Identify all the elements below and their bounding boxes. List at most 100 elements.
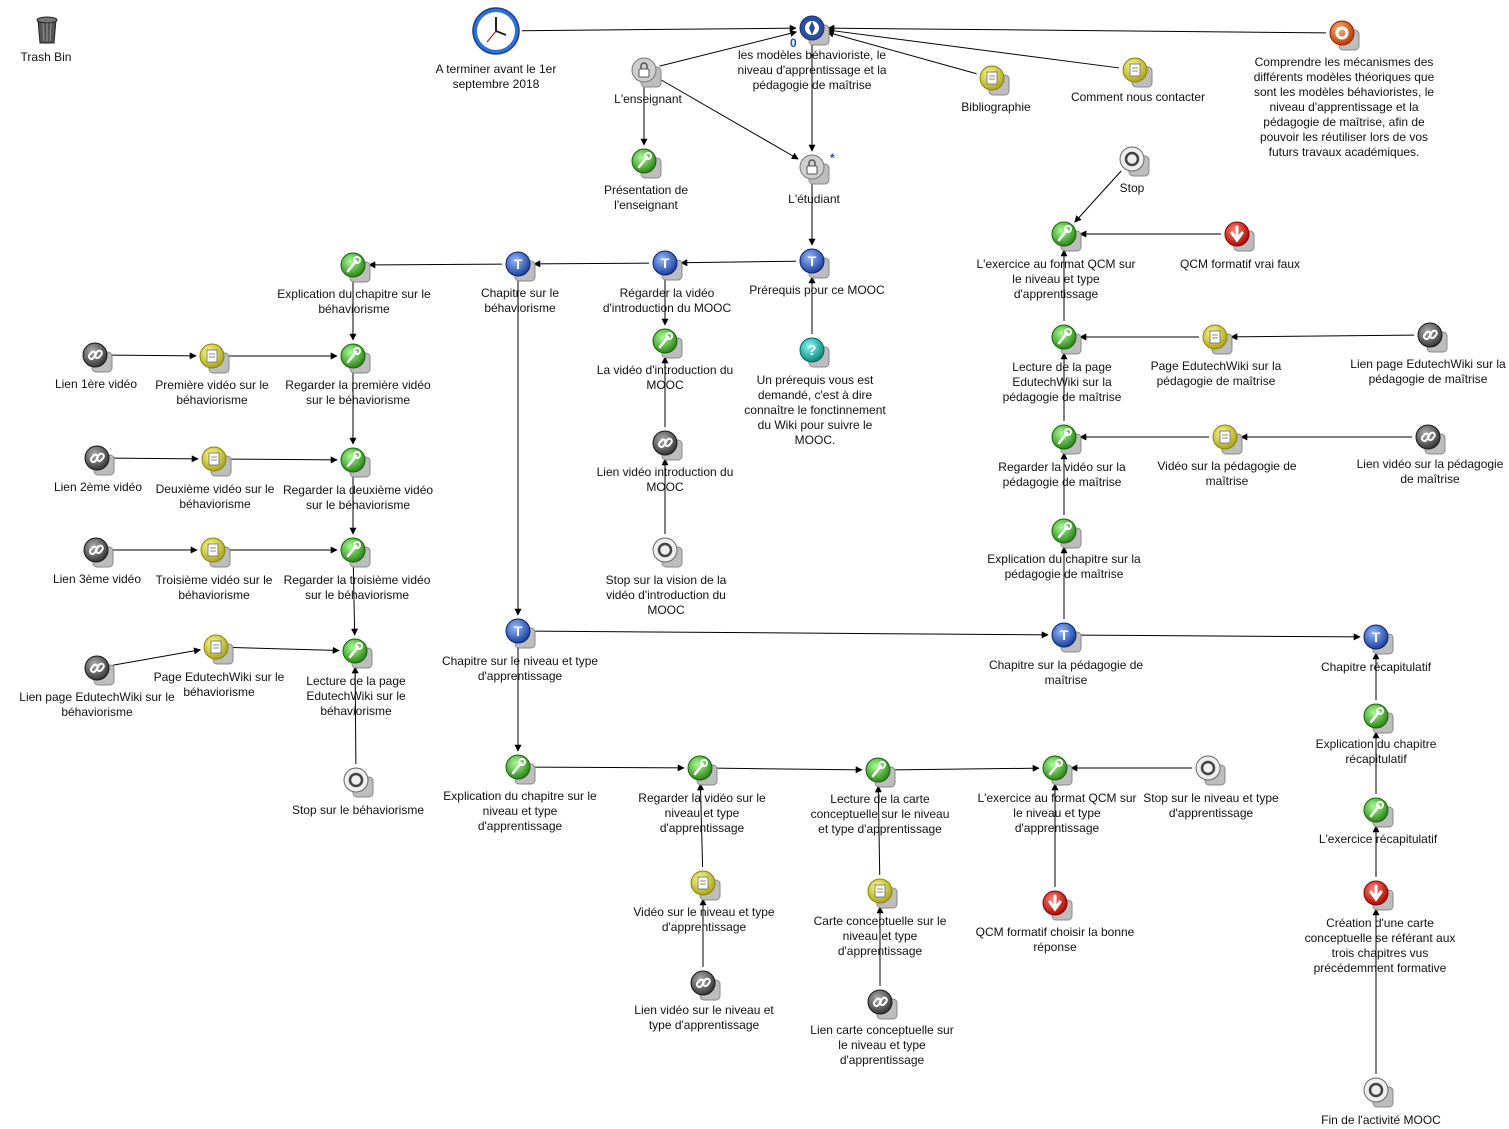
- link-chain-icon[interactable]: [1415, 320, 1449, 354]
- node-label: Stop sur le béhaviorisme: [291, 803, 425, 817]
- wrench-icon[interactable]: [863, 755, 897, 789]
- edge-doc2-to-act2: [229, 456, 338, 464]
- wrench-icon[interactable]: [629, 146, 663, 180]
- T-task-icon[interactable]: T: [1049, 620, 1083, 654]
- node-label: Un prérequis vous est demandé, c'est à d…: [744, 373, 886, 447]
- goal-icon[interactable]: [1327, 18, 1361, 52]
- document-icon[interactable]: [1120, 55, 1154, 89]
- trash-bin[interactable]: Trash Bin: [0, 0, 90, 70]
- wrench-icon[interactable]: [338, 535, 372, 569]
- link-chain-icon[interactable]: [688, 968, 722, 1002]
- clock-icon[interactable]: [471, 6, 521, 56]
- node-label: Lien vidéo introduction du MOOC: [596, 465, 734, 494]
- edge-maitrisewikilink-to-maitrisewikidoc: [1230, 333, 1415, 341]
- document-icon[interactable]: [199, 444, 233, 478]
- link-chain-icon[interactable]: [82, 443, 116, 477]
- document-icon[interactable]: [865, 876, 899, 910]
- wrench-icon[interactable]: [338, 445, 372, 479]
- node-label: QCM formatif vrai faux: [1179, 257, 1301, 271]
- node-label: Regarder la première vidéo sur le béhavi…: [285, 378, 431, 407]
- link-chain-icon[interactable]: [1413, 422, 1447, 456]
- node-label: Comprendre les mécanismes des différents…: [1253, 55, 1435, 159]
- T-task-icon[interactable]: T: [503, 249, 537, 283]
- lock-icon[interactable]: [797, 152, 831, 186]
- link-chain-icon[interactable]: [650, 428, 684, 462]
- document-icon[interactable]: [197, 341, 231, 375]
- svg-text:T: T: [514, 623, 523, 639]
- node-label: Fin de l'activité MOOC: [1321, 1113, 1441, 1127]
- wrench-icon[interactable]: [1049, 422, 1083, 456]
- wrench-icon[interactable]: [338, 250, 372, 284]
- evaluation-icon[interactable]: [1040, 888, 1074, 922]
- wrench-icon[interactable]: [338, 341, 372, 375]
- T-task-icon[interactable]: T: [1361, 622, 1395, 656]
- svg-text:T: T: [661, 255, 670, 271]
- models-icon[interactable]: [797, 13, 831, 47]
- node-label: Deuxième vidéo sur le béhaviorisme: [155, 482, 275, 511]
- node-label: Stop: [1119, 181, 1145, 195]
- svg-text:T: T: [1372, 629, 1381, 645]
- document-icon[interactable]: [1200, 322, 1234, 356]
- document-icon[interactable]: [201, 632, 235, 666]
- wrench-icon[interactable]: [650, 326, 684, 360]
- node-label: Lien 1ère vidéo: [54, 377, 138, 391]
- trash-icon[interactable]: [30, 12, 64, 46]
- node-label: Lien page EdutechWiki sur le béhaviorism…: [19, 690, 175, 719]
- link-chain-icon[interactable]: [81, 535, 115, 569]
- link-chain-icon[interactable]: [865, 987, 899, 1021]
- evaluation-icon[interactable]: [1222, 219, 1256, 253]
- node-label: Explication du chapitre récapitulatif: [1315, 737, 1437, 766]
- stop-icon[interactable]: [1193, 753, 1227, 787]
- svg-text:T: T: [808, 253, 817, 269]
- node-label: Création d'une carte conceptuelle se réf…: [1304, 916, 1456, 975]
- stop-icon[interactable]: [1361, 1075, 1395, 1109]
- node-badge: *: [830, 151, 835, 165]
- node-badge: 0: [790, 36, 797, 50]
- node-label: Page EdutechWiki sur la pédagogie de maî…: [1150, 359, 1282, 388]
- stop-icon[interactable]: [1117, 144, 1151, 178]
- wrench-icon[interactable]: [1049, 219, 1083, 253]
- lock-icon[interactable]: [629, 55, 663, 89]
- document-icon[interactable]: [198, 535, 232, 569]
- T-task-icon[interactable]: T: [797, 246, 831, 280]
- stop-icon[interactable]: [650, 535, 684, 569]
- evaluation-icon[interactable]: [1361, 878, 1395, 912]
- node-label: Stop sur le niveau et type d'apprentissa…: [1143, 791, 1279, 820]
- document-icon[interactable]: [977, 63, 1011, 97]
- document-icon[interactable]: [688, 868, 722, 902]
- edge-link2-to-doc2: [112, 455, 199, 463]
- stop-icon[interactable]: [341, 765, 375, 799]
- question-icon[interactable]: ?: [797, 335, 831, 369]
- wrench-icon[interactable]: [685, 753, 719, 787]
- T-task-icon[interactable]: T: [503, 616, 537, 650]
- wrench-icon[interactable]: [1049, 516, 1083, 550]
- node-label: Comment nous contacter: [1070, 90, 1206, 104]
- edge-introtask-to-behtask: [533, 260, 650, 268]
- node-label: L'exercice au format QCM sur le niveau e…: [976, 257, 1136, 301]
- wrench-icon[interactable]: [1361, 701, 1395, 735]
- node-label: Régarder la vidéo d'introduction du MOOC: [602, 286, 732, 315]
- wrench-icon[interactable]: [1361, 795, 1395, 829]
- node-label: Lien vidéo sur le niveau et type d'appre…: [634, 1003, 774, 1032]
- node-label: Lien vidéo sur la pédagogie de maîtrise: [1356, 457, 1504, 486]
- link-chain-icon[interactable]: [80, 340, 114, 374]
- node-label: Vidéo sur la pédagogie de maîtrise: [1157, 459, 1297, 488]
- node-label: La vidéo d'introduction du MOOC: [596, 363, 734, 392]
- wrench-icon[interactable]: [1040, 753, 1074, 787]
- node-label: Troisième vidéo sur le béhaviorisme: [155, 573, 273, 602]
- edge-niveautask-to-maitrisetask: [533, 630, 1049, 639]
- wrench-icon[interactable]: [1049, 322, 1083, 356]
- node-label: Lien 2ème vidéo: [53, 480, 143, 494]
- node-label: Chapitre récapitulatif: [1320, 660, 1432, 674]
- wrench-icon[interactable]: [503, 752, 537, 786]
- wrench-icon[interactable]: [340, 636, 374, 670]
- document-icon[interactable]: [1210, 422, 1244, 456]
- link-chain-icon[interactable]: [82, 653, 116, 687]
- node-label: Regarder la troisième vidéo sur le béhav…: [283, 573, 431, 602]
- node-label: L'exercice récapitulatif: [1318, 832, 1438, 846]
- node-label: Chapitre sur le béhaviorisme: [480, 286, 560, 315]
- node-label: Regarder la vidéo sur le niveau et type …: [638, 791, 766, 835]
- edge-link1-to-doc1: [110, 352, 197, 360]
- T-task-icon[interactable]: T: [650, 248, 684, 282]
